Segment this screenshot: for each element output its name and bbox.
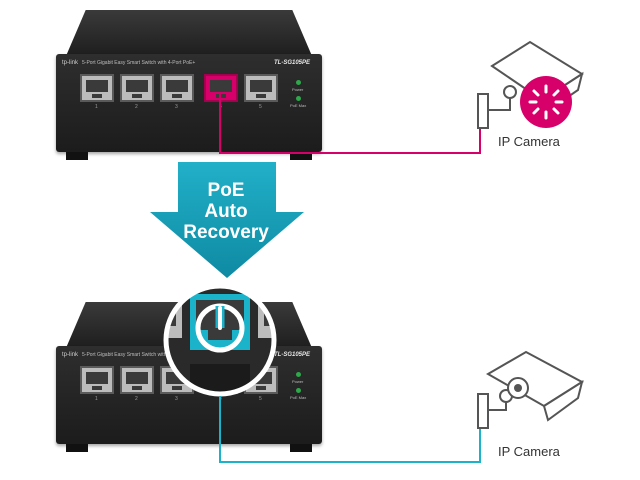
port-1	[80, 74, 114, 102]
port-number: 3	[175, 104, 178, 110]
arrow-line: PoE	[207, 180, 245, 201]
poe-max-led	[296, 96, 301, 101]
port-4-fault	[204, 74, 238, 102]
ethernet-cable-recovered	[219, 396, 221, 462]
power-led-label: Power	[292, 379, 304, 384]
brand-logo: tp-link	[62, 352, 79, 358]
switch-foot	[290, 152, 312, 160]
port-number: 1	[95, 396, 98, 402]
port-number: 3	[175, 396, 178, 402]
arrow-line: Auto	[204, 201, 248, 222]
port-number: 2	[135, 396, 138, 402]
port-2	[120, 366, 154, 394]
model-label: TL-SG105PE	[273, 352, 310, 358]
ip-camera-bottom-label: IP Camera	[498, 444, 560, 459]
power-led	[296, 372, 301, 377]
ethernet-cable-recovered	[479, 414, 481, 463]
ethernet-cable-fault	[219, 92, 221, 154]
port-3	[160, 74, 194, 102]
model-label: TL-SG105PE	[273, 60, 310, 66]
power-led	[296, 80, 301, 85]
poe-max-led-label: PoE Max	[290, 103, 307, 108]
switch-foot	[290, 444, 312, 452]
port-number: 1	[95, 104, 98, 110]
arrow-line: Recovery	[183, 222, 269, 243]
ip-camera-top-label: IP Camera	[498, 134, 560, 149]
poe-max-led	[296, 388, 301, 393]
port-5	[244, 74, 278, 102]
port-number: 2	[135, 104, 138, 110]
ip-camera-top-icon	[477, 40, 584, 129]
switch-top-lid	[66, 10, 312, 56]
switch-description: 5-Port Gigabit Easy Smart Switch with 4-…	[82, 60, 196, 66]
down-arrow-icon	[150, 162, 304, 278]
ethernet-cable-fault	[219, 152, 481, 154]
switch-description: 5-Port Gigabit Easy Smart Switch with 4-…	[82, 352, 196, 358]
switch-foot	[66, 152, 88, 160]
brand-logo: tp-link	[62, 60, 79, 66]
switch-top: tp-link 5-Port Gigabit Easy Smart Switch…	[56, 10, 322, 160]
ethernet-cable-recovered	[219, 461, 481, 463]
port-2	[120, 74, 154, 102]
port-1	[80, 366, 114, 394]
poe-max-led-label: PoE Max	[290, 395, 307, 400]
switch-foot	[66, 444, 88, 452]
power-led-label: Power	[292, 87, 304, 92]
poe-auto-recovery-title: PoE Auto Recovery	[150, 180, 302, 243]
port-number: 5	[259, 104, 262, 110]
port-number: 5	[259, 396, 262, 402]
switch-top-front-panel: tp-link 5-Port Gigabit Easy Smart Switch…	[56, 54, 322, 152]
recovery-magnifier	[163, 283, 277, 397]
ip-camera-bottom-icon	[477, 350, 584, 429]
